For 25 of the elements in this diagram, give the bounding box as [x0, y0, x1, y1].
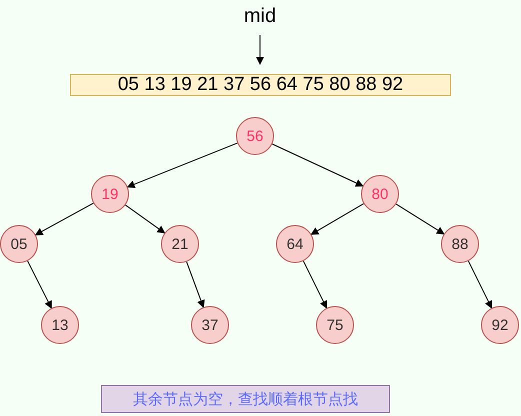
- tree-node-circle: 13: [41, 306, 79, 344]
- tree-node-circle: 75: [316, 306, 354, 344]
- arrow: [256, 34, 264, 65]
- tree-node-circle: 19: [91, 175, 129, 213]
- arrow: [272, 144, 364, 187]
- arrow: [124, 204, 166, 234]
- tree-node-circle: 64: [276, 225, 314, 263]
- arrow: [186, 261, 205, 308]
- arrow: [34, 202, 94, 236]
- arrow: [302, 260, 328, 309]
- arrow: [310, 203, 364, 235]
- pointer-label: mid: [235, 2, 285, 30]
- tree-node-circle: 56: [236, 117, 274, 155]
- arrow: [126, 142, 238, 188]
- tree-node-circle: 88: [441, 225, 479, 263]
- tree-node-circle: 80: [361, 175, 399, 213]
- note-box: 其余节点为空，查找顺着根节点找: [101, 385, 390, 413]
- array-box: 05 13 19 21 37 56 64 75 80 88 92: [70, 74, 451, 96]
- tree-node-circle: 05: [0, 225, 38, 263]
- tree-node-circle: 37: [191, 306, 229, 344]
- tree-node-circle: 21: [161, 225, 199, 263]
- arrow: [468, 260, 492, 309]
- arrow: [27, 260, 52, 309]
- tree-node-circle: 92: [481, 306, 519, 344]
- arrow: [396, 204, 445, 234]
